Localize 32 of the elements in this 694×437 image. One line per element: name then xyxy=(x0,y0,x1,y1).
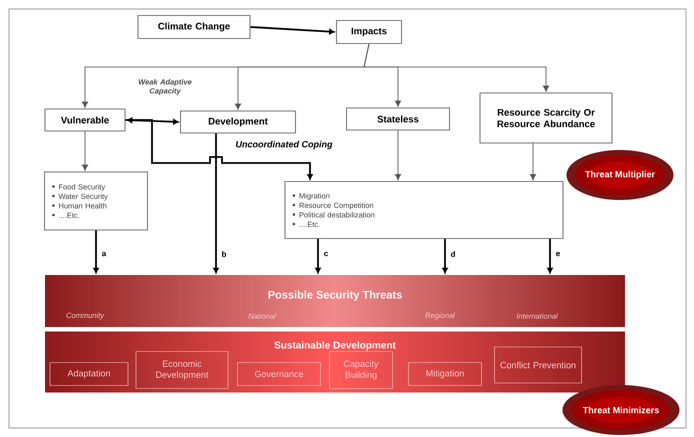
edge-label: Uncoordinated Coping xyxy=(236,140,332,150)
arrow xyxy=(394,130,402,180)
measure-box: Capacity Building xyxy=(329,351,393,389)
arrow xyxy=(82,131,88,171)
arrow xyxy=(93,230,99,274)
edge-label: e xyxy=(556,252,560,256)
edge-label: c xyxy=(324,252,328,256)
process-box: Resource Scarcity Or Resource Abundance xyxy=(480,92,612,144)
measure-box: Economic Development xyxy=(136,351,228,389)
measure-box: Mitigation xyxy=(408,362,482,386)
arrow xyxy=(364,44,550,92)
arrow xyxy=(126,117,179,125)
edge-label: d xyxy=(450,251,455,257)
arrow xyxy=(530,143,536,180)
arrow xyxy=(315,238,321,274)
edge-label: a xyxy=(102,252,106,256)
process-box: Impacts xyxy=(336,20,402,44)
process-box: Development xyxy=(180,110,296,134)
arrow xyxy=(547,238,553,274)
process-box: Stateless xyxy=(346,108,450,130)
arrow xyxy=(250,26,335,34)
arrow xyxy=(125,119,313,180)
process-box: Vulnerable xyxy=(44,108,126,132)
oval-badge: Threat Multiplier xyxy=(566,150,674,200)
process-box: Climate Change xyxy=(138,15,250,39)
arrow xyxy=(213,133,219,274)
measure-box: Adaptation xyxy=(50,362,128,386)
measure-box: Conflict Prevention xyxy=(494,346,582,384)
measure-box: Governance xyxy=(237,362,321,386)
edge-label: b xyxy=(222,251,226,257)
oval-badge: Threat Minimizers xyxy=(562,385,680,435)
arrow xyxy=(442,238,448,274)
